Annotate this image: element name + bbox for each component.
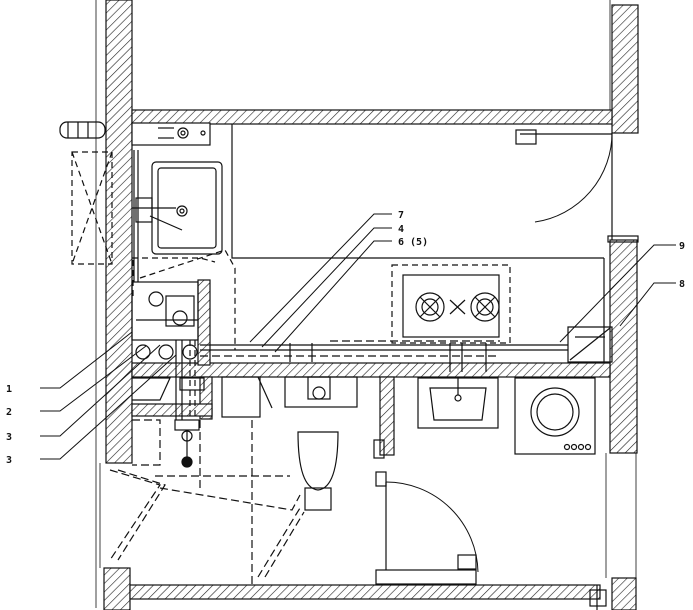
- floor-drain-icon: [174, 419, 200, 468]
- walls: [103, 0, 639, 610]
- right-wall-mid: [609, 239, 638, 454]
- leader-1: [40, 331, 133, 389]
- shower-tray: [109, 419, 305, 585]
- callout-3b: 3: [6, 455, 12, 466]
- shaft-box-top: [197, 279, 211, 366]
- leader-9: [559, 244, 676, 343]
- shaft-wall-mid: [131, 403, 213, 417]
- callout-1: 1: [6, 384, 12, 395]
- leader-3a: [40, 344, 161, 437]
- appliance-box: [567, 326, 613, 363]
- bath-vanity: [221, 376, 358, 418]
- right-wall-upper: [611, 4, 639, 134]
- right-wall-lower: [611, 577, 637, 610]
- top-wall: [131, 109, 613, 125]
- gas-cooktop-icon: [391, 264, 511, 344]
- callout-2: 2: [6, 407, 12, 418]
- pipe-runs: [132, 150, 568, 372]
- callout-3a: 3: [6, 432, 12, 443]
- meter-box: [131, 281, 199, 360]
- left-wall-upper: [105, 0, 133, 464]
- leader-lines: [40, 213, 676, 460]
- leader-7: [249, 213, 392, 343]
- wash-basin-icon: [417, 377, 499, 429]
- callout-9: 9: [679, 241, 685, 252]
- callout-8: 8: [679, 279, 685, 290]
- toilet-icon: [297, 431, 339, 511]
- kitchen-sink-icon: [132, 161, 223, 255]
- washing-machine-icon: [514, 377, 596, 455]
- window-bay: [71, 151, 113, 265]
- leader-6: [274, 240, 392, 353]
- bottom-wall: [129, 584, 601, 600]
- frame-lines: [95, 0, 637, 608]
- door-swing-icon: [373, 129, 639, 610]
- leader-3b: [40, 354, 177, 460]
- callout-4: 4: [398, 224, 404, 235]
- exhaust-vent: [59, 121, 211, 146]
- callout-6: 6 (5): [398, 237, 428, 248]
- leader-2: [40, 345, 147, 412]
- left-wall-lower: [103, 567, 131, 610]
- leader-4: [261, 227, 392, 348]
- callout-7: 7: [398, 210, 404, 221]
- leader-8: [619, 282, 676, 327]
- kitchen-counter: [231, 124, 605, 362]
- bath-partition: [379, 376, 395, 456]
